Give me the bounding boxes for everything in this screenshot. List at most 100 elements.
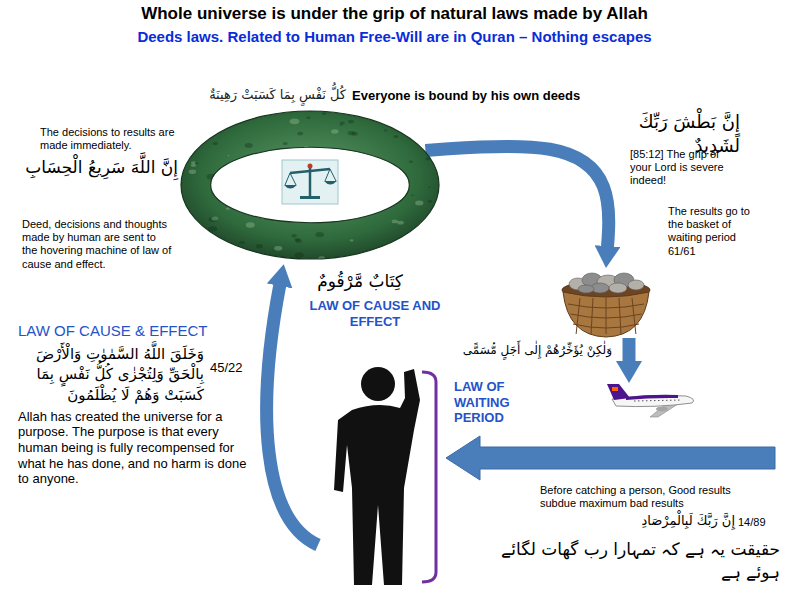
marble-speck [350, 239, 354, 241]
marble-speck [333, 168, 341, 173]
marble-speck [306, 117, 310, 120]
marble-speck [219, 108, 228, 113]
note-text: The decisions to results are made immedi… [40, 126, 205, 152]
scale-string [285, 173, 290, 185]
verse-reference: 14/89 [738, 516, 783, 529]
marble-speck [295, 219, 300, 222]
marble-speck [250, 162, 255, 165]
marble-speck [392, 220, 398, 224]
basket-body [563, 292, 649, 337]
flow-arrow [623, 338, 636, 363]
subtitle-text: Deeds laws. Related to Human Free-Will a… [0, 28, 789, 46]
marble-speck [230, 188, 235, 191]
note-text: Before catching a person, Good results s… [540, 484, 750, 510]
marble-speck [323, 194, 326, 196]
block-arrow [446, 436, 775, 480]
marble-speck [428, 186, 430, 187]
marble-speck [294, 190, 303, 196]
marble-speck [364, 205, 368, 207]
marble-speck [347, 182, 356, 188]
marble-speck [305, 213, 313, 218]
marble-speck [232, 167, 239, 171]
curved-arrow [267, 284, 318, 545]
verse-translation: Everyone is bound by his own deeds [352, 88, 614, 104]
marble-speck [239, 241, 245, 244]
marble-speck [346, 166, 354, 171]
title-text: Whole universe is under the grip of natu… [0, 4, 789, 24]
explanation-text: Allah has created the universe for a pur… [18, 409, 253, 487]
person-body [334, 369, 420, 585]
marble-speck [245, 143, 253, 148]
marble-speck [248, 253, 250, 254]
verse-arabic: وَلٰكِنْ يُؤَخِّرُهُمْ إِلٰى أَجَلٍ مُّس… [462, 342, 612, 358]
marble-speck [207, 174, 217, 180]
marble-speck [340, 121, 345, 124]
ring-shape [181, 111, 439, 259]
marble-speck [182, 146, 185, 148]
marble-speck [270, 162, 273, 164]
plane-tail [607, 384, 630, 400]
marble-speck [306, 193, 309, 195]
marble-speck [330, 207, 336, 211]
marble-speck [297, 132, 303, 136]
marble-speck [285, 190, 292, 194]
weave-line [606, 298, 607, 334]
marble-speck [340, 124, 343, 126]
marble-speck [322, 112, 327, 115]
basket-weave [568, 298, 644, 334]
section-heading: LAW OF CAUSE & EFFECT [18, 322, 258, 340]
marble-speck [415, 200, 423, 205]
marble-speck [226, 207, 230, 209]
marble-speck [316, 172, 319, 174]
marble-speck [288, 208, 298, 214]
marble-speck [318, 256, 325, 260]
marble-speck [397, 221, 404, 225]
verse-arabic: وَخَلَقَ اللَّهُ السَّمٰوٰتِ وَالْأَرْضَ… [14, 344, 204, 405]
rock [609, 283, 627, 293]
marble-speck [208, 226, 217, 232]
marble-speck [209, 217, 218, 222]
icon-frame [282, 160, 338, 204]
law-ring-shape [180, 110, 440, 260]
marble-speck [283, 142, 288, 145]
marble-speck [250, 197, 253, 199]
marble-speck [369, 183, 373, 185]
marble-speck [177, 181, 183, 184]
tail-mark [612, 387, 618, 391]
verse-arabic: كُلُّ نَفْسٍ بِمَا كَسَبَتْ رَهِينَةٌ [176, 86, 346, 104]
marble-speck [408, 251, 413, 254]
scale-base [300, 196, 320, 199]
scale-string [290, 173, 296, 185]
marble-speck [306, 174, 315, 179]
scale-icon [282, 160, 338, 204]
marble-speck [274, 246, 282, 251]
law-ring: كِتَابٌ مَّرْقُومٌLAW OF CAUSE AND EFFEC… [180, 110, 440, 260]
person-silhouette [334, 367, 420, 585]
weave-line [576, 298, 580, 334]
ring-heading: LAW OF CAUSE AND EFFECT [300, 298, 450, 329]
verse-reference: 45/22 [210, 360, 254, 376]
marble-speck [191, 161, 196, 164]
marble-speck [342, 164, 346, 167]
marble-speck [227, 155, 229, 156]
marble-speck [321, 159, 324, 161]
marble-speck [409, 160, 413, 162]
weave-line [591, 298, 593, 334]
marble-speck [337, 167, 340, 169]
bracket [422, 372, 436, 582]
marble-speck [317, 150, 322, 153]
flow-arrow [425, 146, 608, 248]
rock [628, 280, 644, 290]
marble-speck [221, 115, 231, 121]
scale-string [330, 169, 336, 181]
marble-speck [291, 165, 297, 169]
law-heading: LAW OF WAITING PERIOD [454, 379, 544, 426]
scale-pan [284, 185, 297, 189]
marble-speck [348, 131, 355, 135]
marble-speck [222, 256, 228, 259]
verse-translation: [85:12] The grip of your Lord is severe … [630, 148, 742, 188]
marble-speck [199, 241, 202, 243]
basket-caption: The results go to the basket of waiting … [668, 205, 760, 258]
basket-figure-shape [560, 268, 652, 338]
